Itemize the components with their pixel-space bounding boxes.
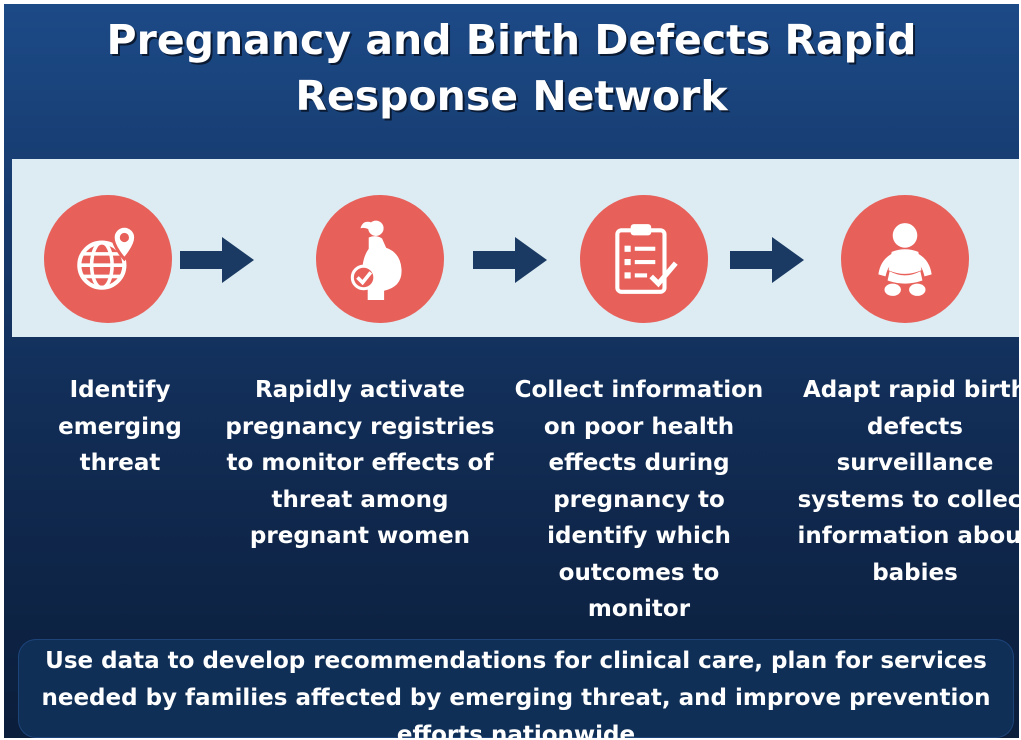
page-title: Pregnancy and Birth Defects Rapid Respon… xyxy=(106,16,917,120)
step-3-label: Collect information on poor health effec… xyxy=(514,377,764,622)
footer-text: Use data to develop recommendations for … xyxy=(41,648,991,738)
step-2-label: Rapidly activate pregnancy registries to… xyxy=(225,377,495,549)
arrow-right-icon xyxy=(730,237,804,283)
step-4-label: Adapt rapid birth defects surveillance s… xyxy=(797,377,1019,586)
step-1-label: Identify emerging threat xyxy=(58,377,182,476)
arrow-right-icon xyxy=(473,237,547,283)
step-3-circle xyxy=(580,195,708,323)
clipboard-checklist-icon xyxy=(615,224,678,294)
slide: Pregnancy and Birth Defects Rapid Respon… xyxy=(4,4,1019,738)
arrow-right-icon xyxy=(180,237,254,283)
step-2-circle xyxy=(316,195,444,323)
globe-location-icon xyxy=(77,224,138,290)
pregnant-woman-icon xyxy=(350,220,402,300)
step-4-circle xyxy=(841,195,969,323)
step-1-circle xyxy=(44,195,172,323)
footer-box: Use data to develop recommendations for … xyxy=(18,639,1014,738)
process-band xyxy=(12,159,1019,337)
baby-icon xyxy=(878,223,932,296)
